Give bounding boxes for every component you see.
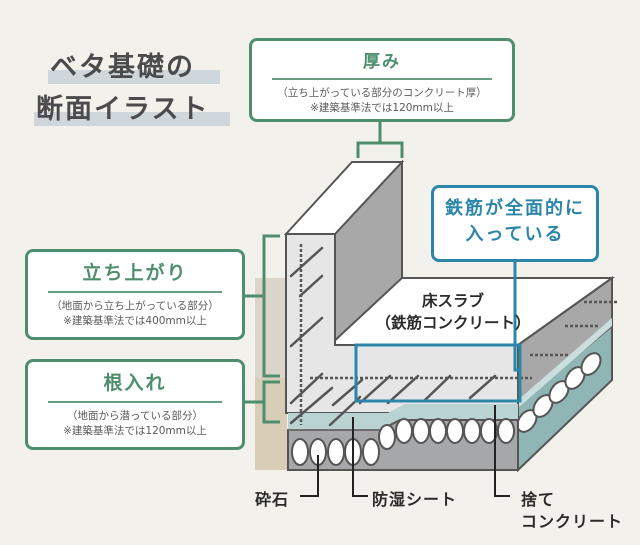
label-floor-slab-line2: （鉄筋コンクリート）	[375, 314, 531, 332]
rebar-tick	[298, 274, 324, 298]
label-floor-slab: 床スラブ （鉄筋コンクリート）	[368, 290, 538, 334]
gravel-stone	[327, 438, 345, 466]
gravel-stone	[291, 438, 309, 466]
rebar-tick	[289, 386, 334, 425]
divider	[48, 401, 222, 403]
gravel-stone	[463, 418, 481, 444]
callout-note: ※建築基準法では400mm以上	[63, 315, 207, 327]
title-line-1: ベタ基礎の	[48, 48, 220, 88]
title-highlight	[34, 112, 230, 126]
callout-description: （地面から立ち上がっている部分）	[51, 300, 219, 312]
gravel-stone	[580, 352, 602, 376]
gravel-stone	[446, 418, 464, 444]
gravel-stone	[378, 424, 396, 450]
ground-upper	[255, 278, 287, 378]
side-face-sheet	[518, 318, 612, 408]
rebar-tick	[423, 374, 452, 402]
callout-note: ※建築基準法では120mm以上	[310, 102, 454, 114]
label-lean-concrete-line2: コンクリート	[521, 512, 624, 531]
rebar-tick	[358, 374, 392, 405]
rebar-tick	[289, 316, 324, 348]
gravel-stone	[412, 418, 430, 444]
rebar-callout-connector	[513, 262, 520, 372]
callout-rebar-line1: 鉄筋が全面的に	[445, 198, 585, 219]
rebar-tick	[468, 374, 497, 400]
callout-rebar-line2: 入っている	[465, 224, 565, 245]
divider	[48, 291, 222, 293]
callout-heading: 立ち上がり	[82, 262, 188, 284]
label-moisture-sheet: 防湿シート	[372, 490, 458, 509]
gravel-stone	[362, 438, 380, 466]
callout-description: （立ち上がっている部分のコンクリート厚）	[277, 87, 487, 99]
label-floor-slab-line1: 床スラブ	[421, 292, 484, 310]
callout-embedment: 根入れ （地面から潜っている部分） ※建築基準法では120mm以上	[25, 359, 245, 450]
gravel-stone	[429, 418, 447, 444]
rebar-highlight-box	[354, 343, 522, 403]
callout-description: （地面から潜っている部分）	[67, 410, 203, 422]
callout-heading: 根入れ	[103, 372, 167, 394]
rebar-tick	[289, 246, 324, 278]
title-highlight	[48, 70, 220, 84]
side-gravel	[516, 352, 602, 433]
divider	[272, 78, 492, 80]
diagram-title: ベタ基礎の 断面イラスト	[34, 48, 236, 130]
leader-lean-concrete	[494, 405, 510, 497]
rising-bracket	[262, 234, 280, 378]
label-lean-concrete-line1: 捨て	[521, 490, 556, 509]
ground-lower	[255, 378, 287, 470]
title-line-2: 断面イラスト	[34, 90, 230, 130]
callout-rebar: 鉄筋が全面的に 入っている	[431, 185, 599, 262]
callout-heading: 厚み	[363, 52, 401, 72]
rebar-tick	[386, 374, 420, 405]
thickness-bracket	[356, 141, 404, 158]
leader-crushed-stone	[300, 455, 319, 497]
gravel-stone	[395, 418, 413, 444]
callout-thickness: 厚み （立ち上がっている部分のコンクリート厚） ※建築基準法では120mm以上	[249, 38, 515, 122]
label-crushed-stone: 砕石	[255, 490, 290, 509]
leader-moisture-sheet	[352, 417, 368, 497]
rebar-diagonals	[289, 246, 497, 427]
moisture-sheet-front	[288, 404, 518, 430]
rebar-tick	[289, 372, 324, 405]
callout-rising: 立ち上がり （地面から立ち上がっている部分） ※建築基準法では400mm以上	[25, 249, 245, 340]
callout-note: ※建築基準法では120mm以上	[63, 425, 207, 437]
gravel-stone	[497, 418, 515, 444]
